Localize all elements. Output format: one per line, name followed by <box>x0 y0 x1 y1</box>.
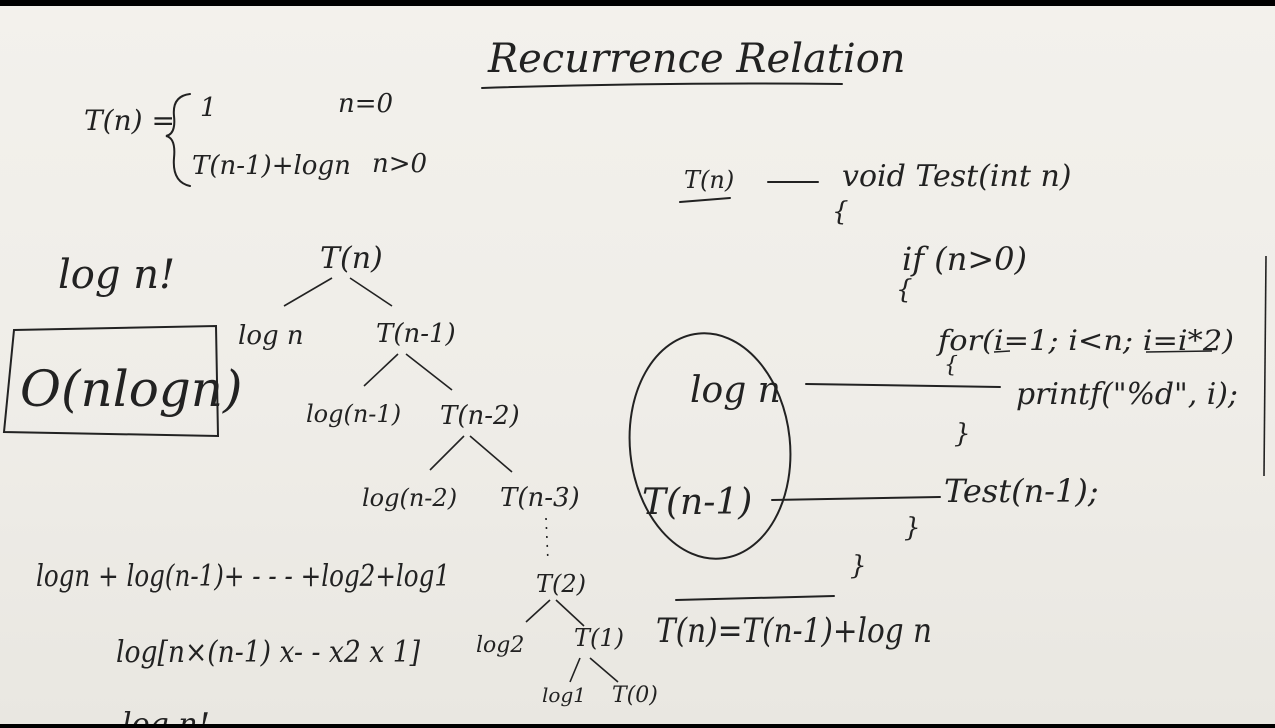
tree-t-0: T(0) <box>612 683 658 708</box>
connector-line <box>805 383 1001 388</box>
tree-t-n-1: T(n-1) <box>376 319 456 349</box>
code-if: if (n>0) <box>902 240 1027 278</box>
annotation-circle <box>628 332 792 560</box>
code-brace: { <box>944 353 958 378</box>
tree-t-2: T(2) <box>536 570 586 598</box>
tree-edge <box>589 657 619 683</box>
sum-line-3: log n! <box>122 707 210 724</box>
code-signature: void Test(int n) <box>842 159 1071 194</box>
code-call: Test(n-1); <box>944 472 1099 510</box>
code-block: T(n) void Test(int n) { if (n>0) { for(i… <box>679 159 1238 581</box>
tree-edge <box>525 599 551 623</box>
board-edge-line <box>1263 255 1267 477</box>
tree-t-1: T(1) <box>574 624 624 652</box>
connector-line <box>771 496 941 501</box>
tree-edge <box>569 657 581 683</box>
page-title: Recurrence Relation <box>487 36 906 82</box>
recurrence-definition: T(n) = 1 n=0 T(n-1)+logn n>0 <box>84 89 427 187</box>
tn-underline <box>679 197 731 203</box>
whiteboard: Recurrence Relation T(n) = 1 n=0 T(n-1)+… <box>0 6 1275 724</box>
big-o-result: O(nlogn) <box>20 360 243 418</box>
case2-cond: n>0 <box>372 149 427 179</box>
code-brace: } <box>904 513 921 543</box>
tree-edge <box>349 277 393 307</box>
case2-expr: T(n-1)+logn <box>192 151 351 181</box>
code-printf: printf("%d", i); <box>1016 377 1238 412</box>
code-brace: } <box>850 551 867 581</box>
tree-t-n-2: T(n-2) <box>440 401 520 431</box>
whiteboard-drawing: Recurrence Relation T(n) = 1 n=0 T(n-1)+… <box>2 36 1267 724</box>
code-tn-label: T(n) <box>684 166 734 194</box>
case-brace <box>165 93 191 187</box>
code-brace: { <box>832 197 849 227</box>
tree-log-n-2: log(n-2) <box>362 484 457 512</box>
circled-annotation: log n T(n-1) <box>628 332 1001 560</box>
tree-log-n: log n <box>238 321 304 351</box>
recursion-tree: T(n) log n T(n-1) log(n-1) T(n-2) log(n-… <box>238 241 658 708</box>
tree-root: T(n) <box>320 241 383 276</box>
tree-log-2: log2 <box>476 633 524 658</box>
tree-edge <box>363 353 399 387</box>
recurrence-lhs: T(n) = <box>84 104 175 137</box>
log-n-factorial: log n! <box>58 252 175 298</box>
tree-log-1: log1 <box>542 683 586 707</box>
sum-line-2: log[n×(n-1) x- - x2 x 1] <box>116 635 420 670</box>
sum-line-1: logn + log(n-1)+ - - - +log2+log1 <box>36 559 450 594</box>
title-underline <box>481 82 843 89</box>
case1-cond: n=0 <box>338 89 393 119</box>
code-brace: } <box>954 419 971 449</box>
for-underline <box>1145 350 1213 353</box>
final-relation: T(n)=T(n-1)+log n <box>656 611 932 651</box>
tree-edge <box>405 353 453 391</box>
tree-edge <box>429 435 465 471</box>
summation: logn + log(n-1)+ - - - +log2+log1 log[n×… <box>36 559 450 724</box>
tree-ellipsis <box>545 517 549 563</box>
for-underline <box>993 350 1011 353</box>
big-o-box: O(nlogn) <box>2 324 243 438</box>
case1-expr: 1 <box>200 93 217 123</box>
tree-edge <box>283 277 333 307</box>
circled-log-n: log n <box>690 370 781 411</box>
tree-edge <box>555 599 585 627</box>
final-overline <box>675 595 835 601</box>
code-brace: { <box>896 275 913 305</box>
tree-t-n-3: T(n-3) <box>500 483 580 513</box>
big-o-frame <box>2 324 220 438</box>
tree-log-n-1: log(n-1) <box>306 400 401 428</box>
tree-edge <box>469 435 513 473</box>
circled-t-n-1: T(n-1) <box>642 482 752 523</box>
